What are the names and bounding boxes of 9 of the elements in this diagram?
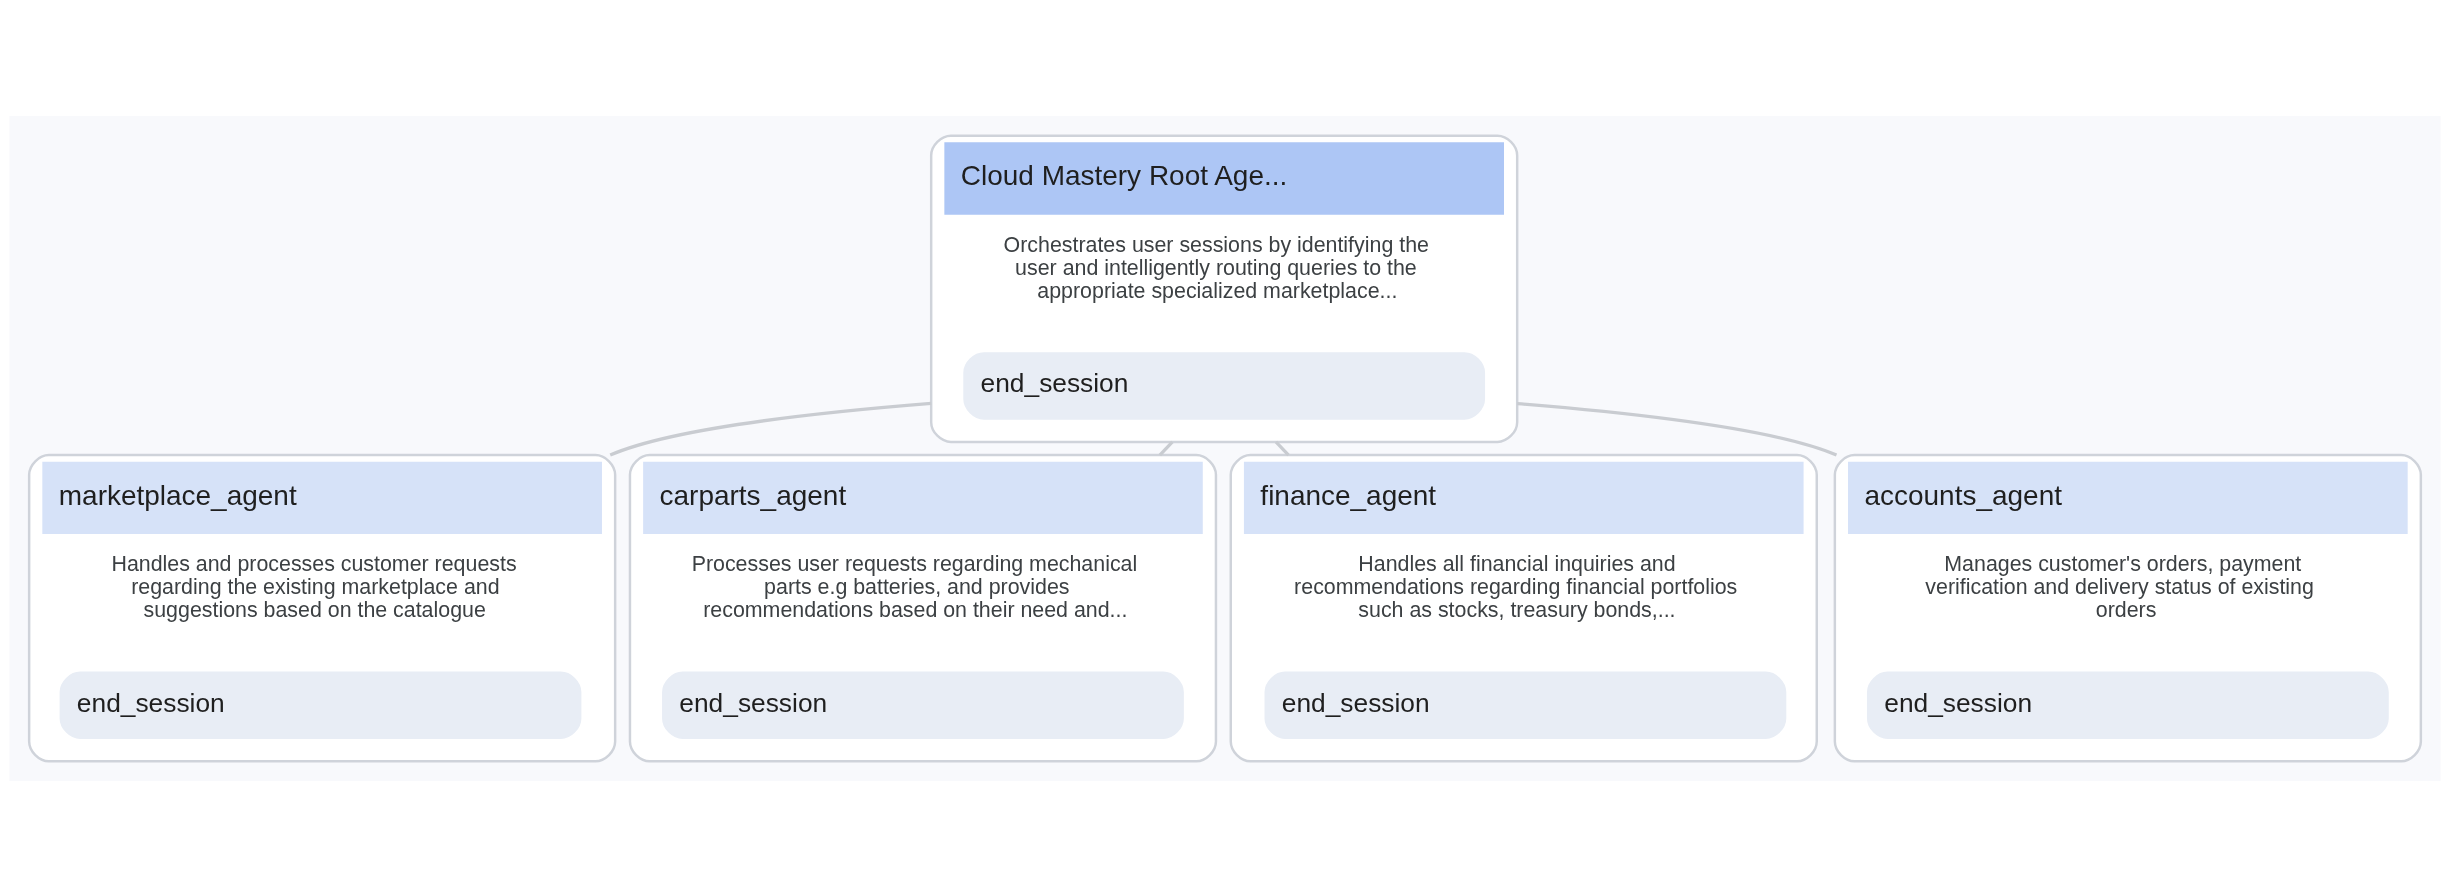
connector — [1517, 401, 1838, 457]
node-box: end_session — [1866, 671, 2389, 739]
node-box: end_session — [963, 351, 1486, 420]
node-box: end_session — [1264, 671, 1787, 739]
connector — [1274, 440, 1290, 456]
connector — [1158, 440, 1174, 456]
node-box: end_session — [662, 671, 1184, 739]
connector — [609, 401, 932, 457]
node-box: end_session — [59, 671, 582, 739]
